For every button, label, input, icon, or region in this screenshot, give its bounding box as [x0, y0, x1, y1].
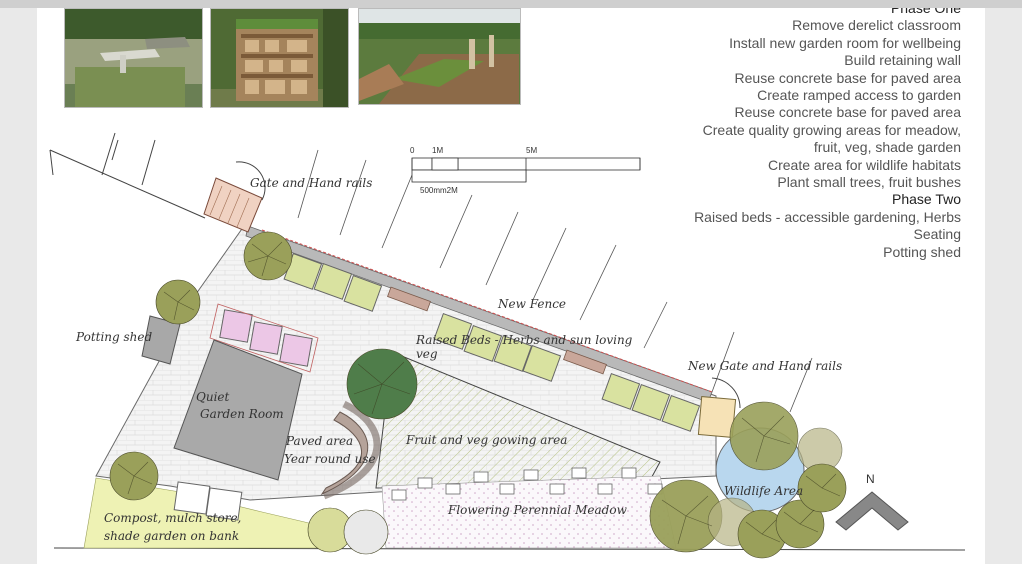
curved-seating — [320, 411, 369, 496]
stepping-stones — [391, 467, 663, 501]
raised-beds-pink — [219, 309, 313, 367]
phase-one-item: Plant small trees, fruit bushes — [777, 174, 961, 191]
phase-one-item: Create quality growing areas for meadow, — [702, 121, 961, 138]
north-label: N — [866, 472, 875, 486]
phase-one-item: Install new garden room for wellbeing — [729, 34, 961, 51]
quiet-garden-room — [173, 339, 303, 481]
label-raised-beds-veg: veg — [416, 347, 438, 361]
phase-two-item: Seating — [913, 226, 961, 243]
label-shade-garden: shade garden on bank — [104, 529, 239, 543]
label-year-round: Year round use — [284, 452, 376, 466]
gate-steps-right — [697, 396, 737, 438]
phase-one-item: fruit, veg, shade garden — [813, 139, 961, 156]
label-new-fence: New Fence — [497, 297, 566, 311]
phase-two-heading: Phase Two — [891, 191, 961, 208]
photo-sundial — [64, 8, 203, 108]
label-fruit-veg: Fruit and veg gowing area — [405, 433, 567, 447]
phase-one-item: Reuse concrete base for paved area — [734, 104, 961, 121]
scale-label-1m: 1M — [432, 146, 443, 155]
phase-two-item: Potting shed — [883, 243, 961, 260]
label-potting-shed: Potting shed — [75, 330, 153, 344]
label-wildlife-area: Wildlife Area — [724, 484, 803, 498]
label-quiet: Quiet — [196, 390, 230, 404]
phase-one-item: Reuse concrete base for paved area — [734, 69, 961, 86]
raised-beds-herbs — [283, 253, 701, 432]
plan-sheet: Phase One Remove derelict classroom Inst… — [37, 8, 985, 564]
phase-one-item: Create area for wildlife habitats — [768, 156, 961, 173]
phase-one-item: Create ramped access to garden — [757, 87, 961, 104]
scale-label-0: 0 — [410, 146, 415, 155]
scale-label-sub: 500mm2M — [420, 186, 458, 195]
phase-one-heading: Phase One — [890, 8, 961, 16]
phase-one-item: Remove derelict classroom — [792, 17, 961, 34]
gate-steps-left — [203, 177, 263, 233]
phase-notes: Phase One Remove derelict classroom Inst… — [541, 8, 961, 261]
property-lines — [49, 132, 966, 551]
label-new-gate: New Gate and Hand rails — [687, 359, 842, 373]
photo-vegetable-plots — [358, 8, 521, 105]
page-top-bar — [0, 0, 1022, 8]
label-paved-area: Paved area — [285, 434, 353, 448]
label-meadow: Flowering Perennial Meadow — [447, 503, 628, 517]
compost-bins — [173, 481, 243, 521]
label-raised-beds: Raised Beds - Herbs and sun loving — [415, 333, 633, 347]
site-plan: 0 1M 5M 500mm2M N Gate and Hand rails Ne… — [49, 132, 966, 559]
scale-bar: 0 1M 5M 500mm2M — [410, 146, 641, 195]
photo-bug-hotel — [210, 8, 349, 108]
label-garden-room: Garden Room — [200, 407, 284, 421]
label-gate-rails: Gate and Hand rails — [250, 176, 372, 190]
label-compost: Compost, mulch store, — [104, 511, 241, 525]
boundary-lines — [297, 149, 813, 413]
phase-two-item: Raised beds - accessible gardening, Herb… — [694, 208, 961, 225]
north-arrow: N — [835, 472, 909, 531]
scale-label-5m: 5M — [526, 146, 537, 155]
phase-one-item: Build retaining wall — [844, 52, 961, 69]
